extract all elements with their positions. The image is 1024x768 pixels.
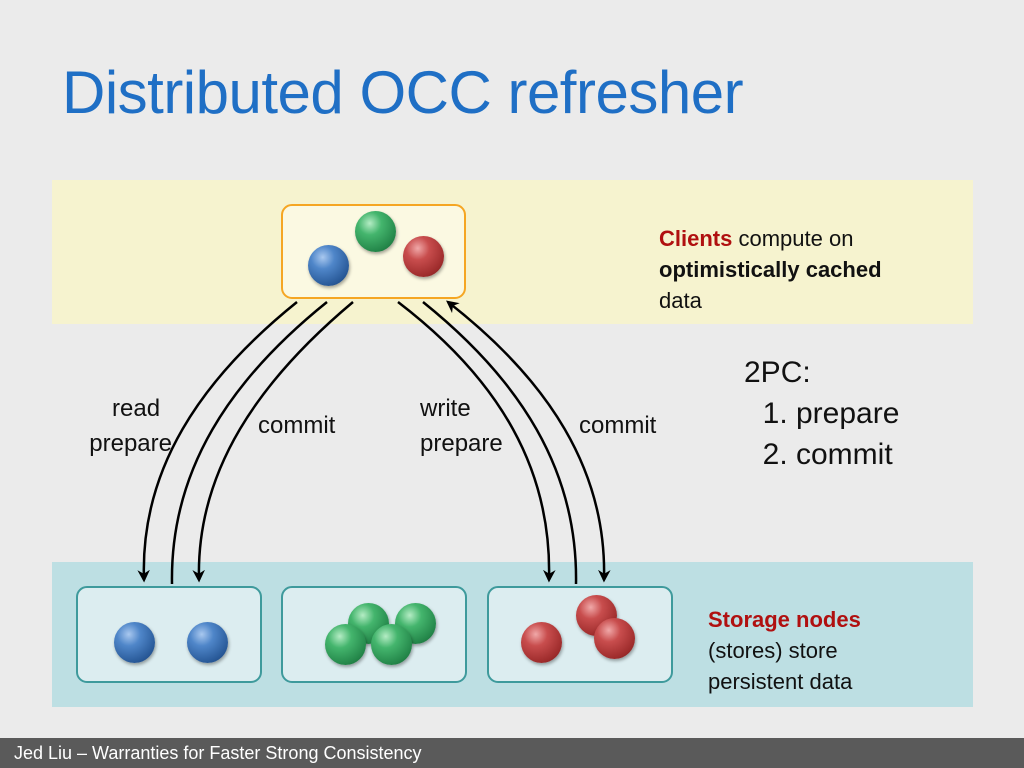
label-write: write [420, 395, 471, 422]
clients-text1: compute on [732, 226, 854, 251]
label-right-prepare: prepare [420, 430, 503, 457]
store2-green-ball-d [371, 624, 412, 665]
label-left-prepare: prepare [89, 430, 172, 457]
twopc-list: 2PC: prepare commit [744, 352, 899, 475]
twopc-step-commit: commit [796, 434, 899, 475]
storage-line2: (stores) store [708, 638, 838, 663]
client-red-ball [403, 236, 444, 277]
clients-band [52, 180, 973, 324]
storage-description: Storage nodes (stores) store persistent … [708, 604, 968, 697]
store2-green-ball-c [325, 624, 366, 665]
label-left-commit: commit [258, 412, 336, 439]
store3-red-ball-a [521, 622, 562, 663]
label-right-commit: commit [579, 412, 657, 439]
store1-blue-ball-b [187, 622, 228, 663]
clients-text2: data [659, 288, 702, 313]
storage-line3: persistent data [708, 669, 853, 694]
store1-blue-ball-a [114, 622, 155, 663]
label-read: read [112, 395, 161, 422]
twopc-heading: 2PC: [744, 356, 811, 389]
footer: Jed Liu – Warranties for Faster Strong C… [0, 738, 1024, 768]
arrow-commit-left [192, 301, 354, 583]
store-box-1 [76, 586, 262, 683]
client-green-ball [355, 211, 396, 252]
clients-name: Clients [659, 226, 733, 251]
twopc-step-prepare: prepare [796, 393, 899, 434]
slide-title: Distributed OCC refresher [62, 59, 744, 126]
line-left-middle [170, 301, 328, 585]
clients-description: Clients compute on optimistically cached… [659, 223, 959, 316]
arrow-read-prepare-left [137, 301, 298, 583]
storage-name: Storage nodes [708, 607, 861, 632]
arrow-commit-right [446, 300, 611, 583]
client-blue-ball [308, 245, 349, 286]
store3-red-ball-c [594, 618, 635, 659]
clients-bold: optimistically cached [659, 257, 882, 282]
